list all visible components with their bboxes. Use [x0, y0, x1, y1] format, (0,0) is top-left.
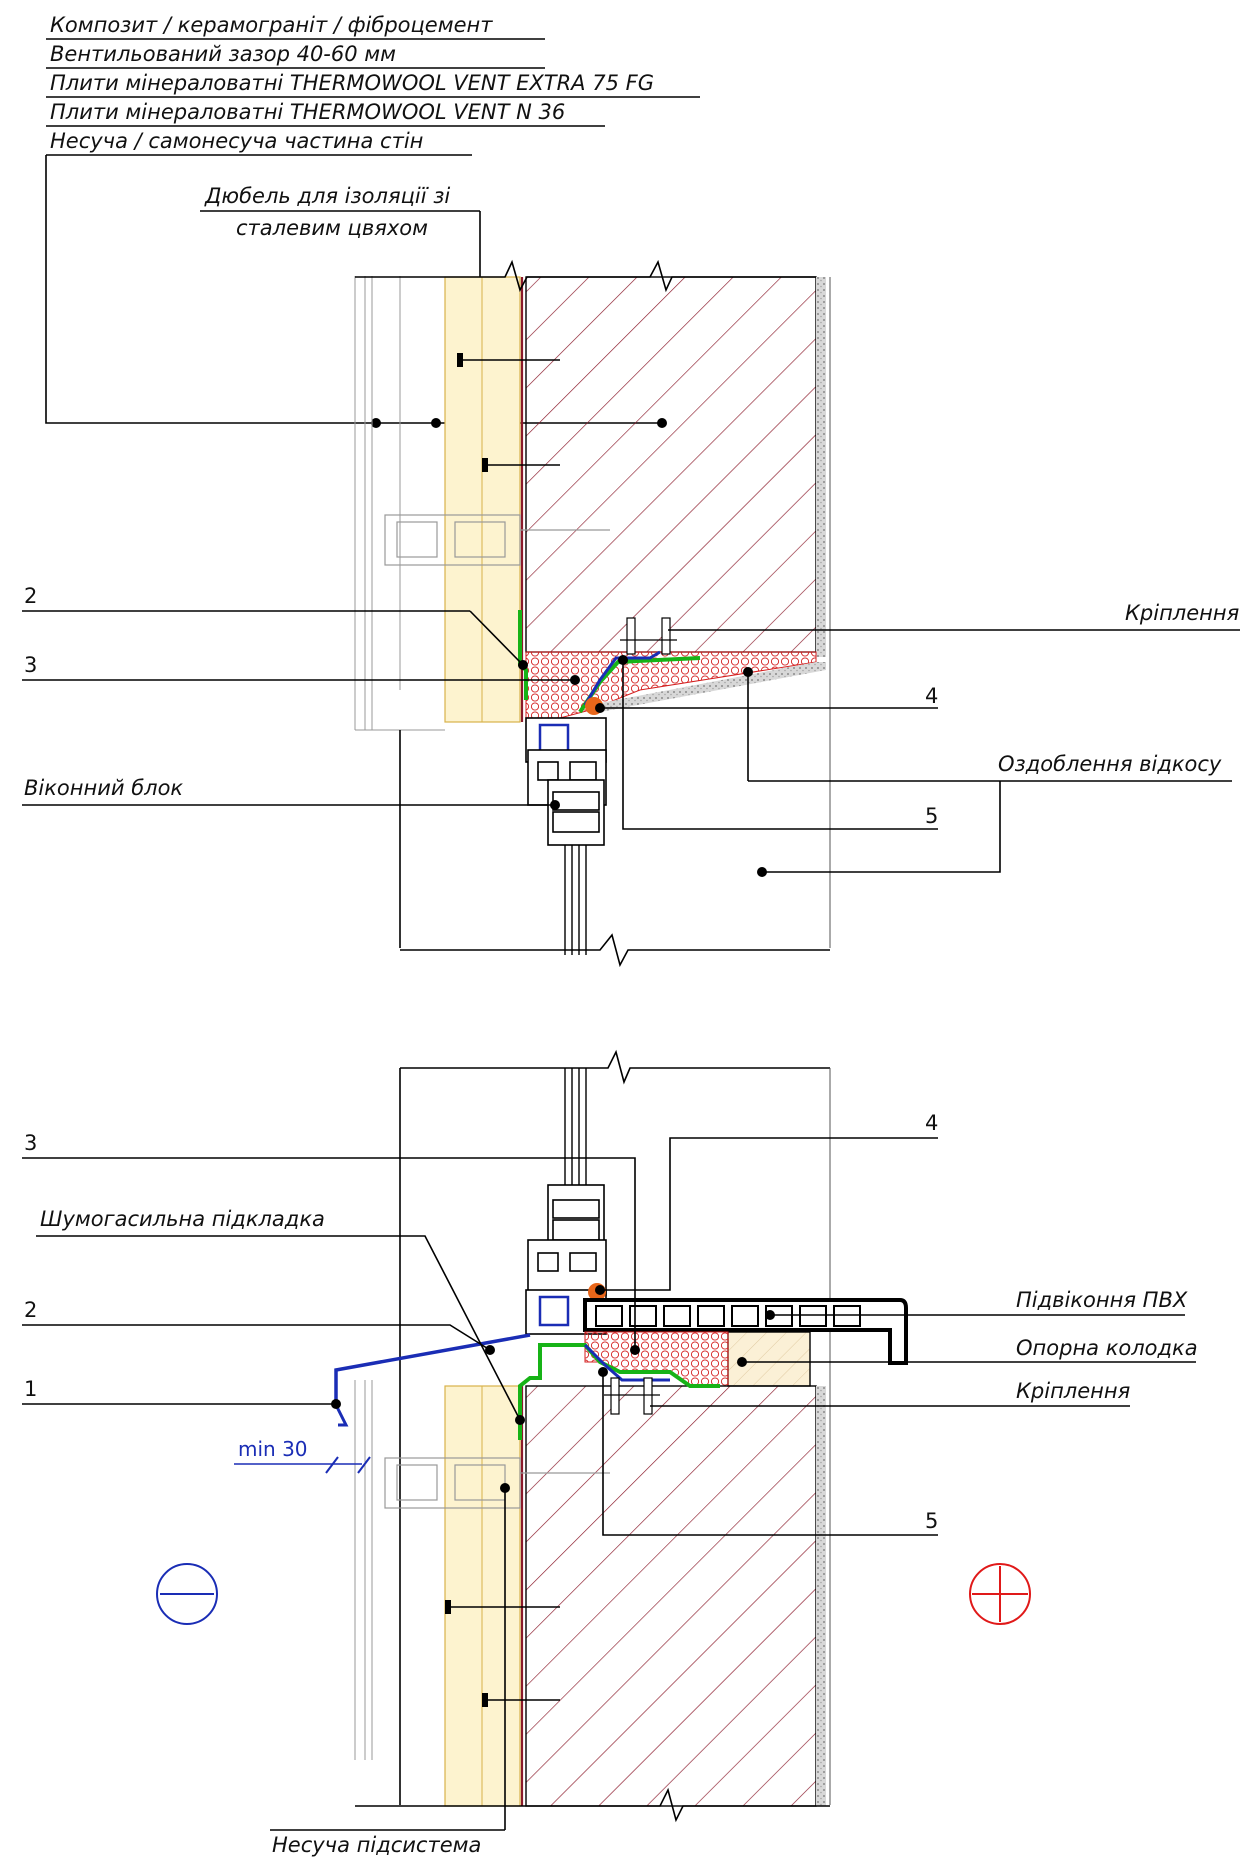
leader-dot: [765, 1310, 775, 1320]
dowel-label-line2: сталевим цвяхом: [236, 216, 428, 240]
fastener-bottom: [604, 1377, 660, 1415]
leader-dot: [371, 418, 381, 428]
masonry-wall-bottom: [525, 1385, 817, 1807]
sound-pad-label: Шумогасильна підкладка: [40, 1207, 325, 1231]
blue-membrane-top: [583, 650, 661, 706]
marker-4-top: 4: [925, 684, 938, 708]
leader-dot: [431, 418, 441, 428]
leader-dot: [595, 703, 605, 713]
marker-2-bottom: 2: [24, 1298, 37, 1322]
leader-dot: [743, 667, 753, 677]
warm-side-plus-icon: [969, 1563, 1031, 1625]
masonry-wall: [525, 276, 817, 653]
leader-dot: [485, 1345, 495, 1355]
leader-dot: [570, 675, 580, 685]
leader-dot: [757, 867, 767, 877]
reveal-finish-label: Оздоблення відкосу: [998, 752, 1222, 776]
dowel-callout: Дюбель для ізоляції зі сталевим цвяхом: [200, 184, 481, 357]
marker-1-bottom: 1: [24, 1377, 37, 1401]
window-frame-top: [525, 717, 607, 846]
leader-dot: [515, 1415, 525, 1425]
fastening-label-top: Кріплення: [1125, 601, 1239, 625]
leader-dot: [737, 1357, 747, 1367]
legend-label-cladding: Композит / керамограніт / фіброцемент: [50, 13, 493, 37]
marker-3-bottom: 3: [24, 1131, 37, 1155]
top-legend: Композит / керамограніт / фіброцемент Ве…: [45, 13, 700, 428]
window-unit-label: Віконний блок: [24, 776, 183, 800]
legend-label-vent-n36: Плити мінераловатні THERMOWOOL VENT N 36: [50, 100, 565, 124]
marker-5-bottom: 5: [925, 1509, 938, 1533]
leader-dot: [598, 1367, 608, 1377]
reveal-plaster-top: [590, 662, 826, 712]
dowel-bottom: [445, 1600, 560, 1707]
interior-plaster: [816, 277, 826, 657]
top-detail: [354, 259, 831, 968]
exterior-drip-sill: [334, 1333, 531, 1405]
marker-5-top: 5: [925, 804, 938, 828]
bottom-detail: [334, 1049, 908, 1823]
dowel-top: [457, 353, 560, 472]
glazing-top: [564, 845, 587, 955]
dowel-label-line1: Дюбель для ізоляції зі: [204, 184, 450, 208]
subsystem-bracket-top: [384, 514, 610, 566]
leader-dot: [630, 1345, 640, 1355]
pu-foam-bottom: [584, 1331, 729, 1387]
leader-dot: [518, 660, 528, 670]
cold-side-minus-icon: [156, 1563, 218, 1625]
fastening-label-bottom: Кріплення: [1016, 1379, 1130, 1403]
sill-pvc-label: Підвіконня ПВХ: [1016, 1288, 1188, 1312]
leader-dot: [595, 1285, 605, 1295]
interior-plaster-bottom: [816, 1386, 826, 1806]
leader-dot: [331, 1399, 341, 1409]
legend-label-vent-extra: Плити мінераловатні THERMOWOOL VENT EXTR…: [50, 71, 654, 95]
subsystem-bracket-bottom: [384, 1457, 610, 1509]
marker-3-top: 3: [24, 653, 37, 677]
marker-2-top: 2: [24, 584, 37, 608]
legend-label-vent-gap: Вентильований зазор 40-60 мм: [50, 42, 396, 66]
legend-label-bearing-wall: Несуча / самонесуча частина стін: [50, 129, 423, 153]
top-callouts: 2 3 4 Кріплення Оздоблення відкосу 5 Вік…: [22, 584, 1240, 877]
support-block-label: Опорна колодка: [1016, 1336, 1198, 1360]
glazing-bottom: [564, 1068, 587, 1185]
leader-dot: [500, 1483, 510, 1493]
fastener-top: [620, 617, 677, 655]
leader-dot: [550, 800, 560, 810]
dim-min-label: min 30: [238, 1437, 308, 1461]
leader-dot: [618, 655, 628, 665]
marker-4-bottom: 4: [925, 1111, 938, 1135]
bottom-callouts: 3 4 Шумогасильна підкладка 2 1 min 30 Пі…: [22, 1111, 1198, 1857]
min-clearance-dimension: min 30: [234, 1437, 371, 1474]
subsystem-label: Несуча підсистема: [272, 1833, 481, 1857]
